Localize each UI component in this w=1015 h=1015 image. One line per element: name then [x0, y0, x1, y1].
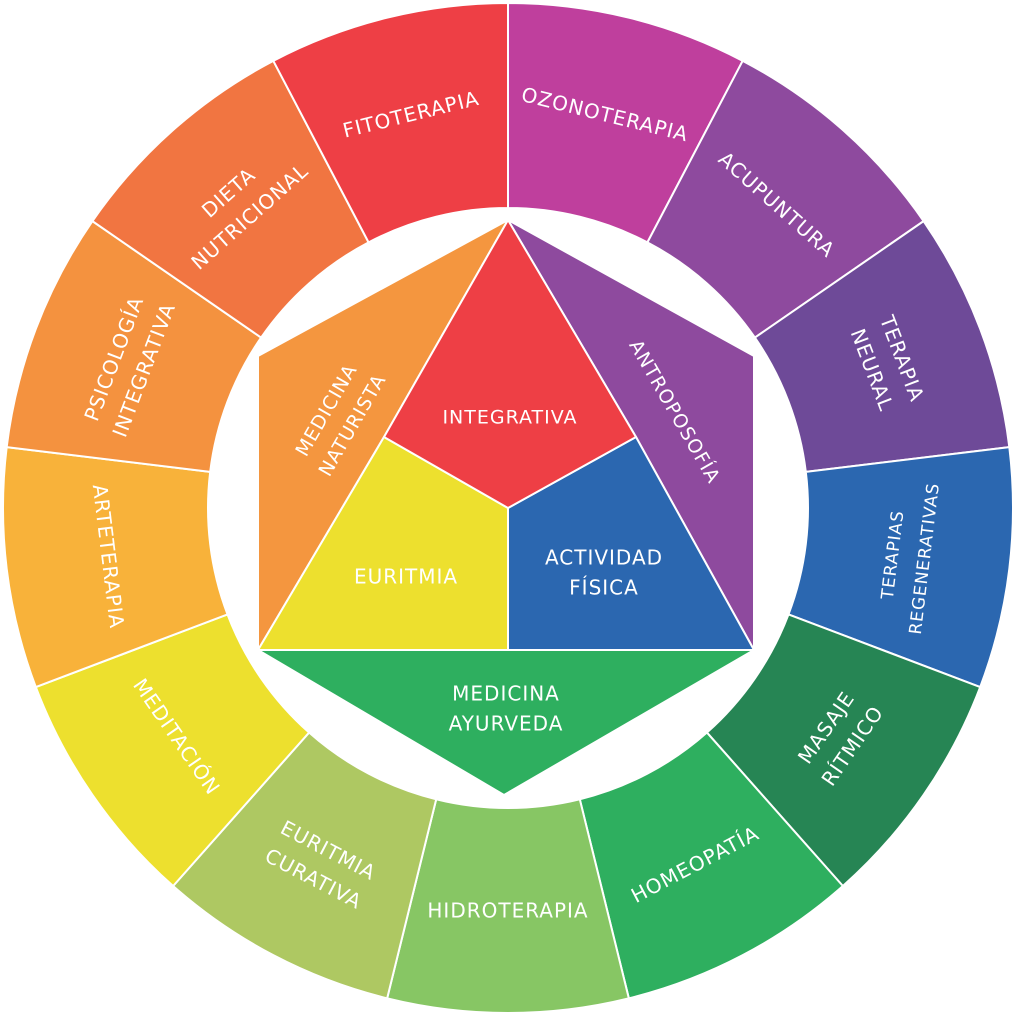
ayurveda-segment — [254, 649, 758, 797]
actividad-label-line: FÍSICA — [569, 576, 639, 600]
ring-segment — [271, 1, 509, 244]
actividad-label-line: ACTIVIDAD — [545, 546, 663, 570]
ayurveda-label: MEDICINA AYURVEDA — [449, 682, 564, 736]
ayurveda-label-line: MEDICINA — [452, 682, 560, 706]
ring-segment-label: HIDROTERAPIA — [427, 899, 588, 923]
euritmia-label: EURITMIA — [354, 565, 458, 589]
integrativa-label: INTEGRATIVA — [442, 407, 577, 429]
ring-segment-label-line: HIDROTERAPIA — [427, 899, 588, 923]
ayurveda-label-line: AYURVEDA — [449, 712, 564, 736]
integrativa-label-line: INTEGRATIVA — [442, 407, 577, 429]
integrativa-segment — [382, 218, 638, 510]
inner-hexagon — [254, 217, 758, 797]
actividad-label: ACTIVIDAD FÍSICA — [545, 546, 663, 600]
euritmia-label-line: EURITMIA — [354, 565, 458, 589]
